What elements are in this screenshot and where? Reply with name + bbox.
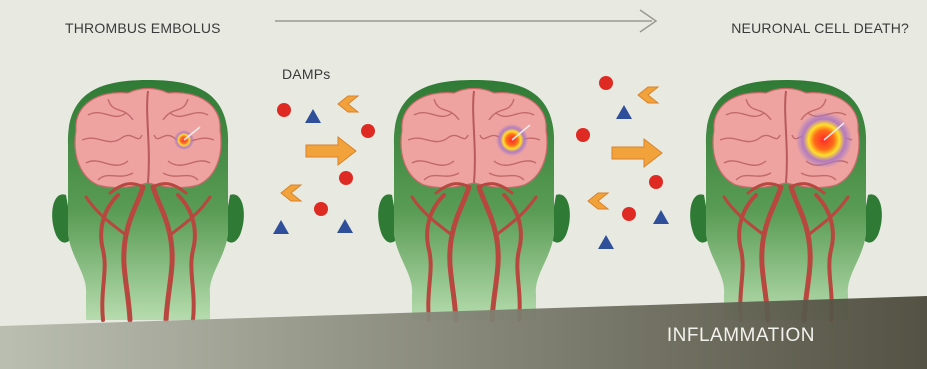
progression-arrow: [275, 10, 656, 32]
damp-chevron: [281, 185, 301, 201]
damp-circle: [576, 128, 590, 142]
damp-circle: [277, 103, 291, 117]
damp-chevron: [338, 96, 358, 112]
big-arrow: [306, 137, 356, 165]
damp-triangle: [598, 235, 614, 249]
damp-circle: [599, 76, 613, 90]
damp-triangle: [273, 220, 289, 234]
damp-circle: [339, 171, 353, 185]
damps-cluster-2: [576, 76, 669, 249]
damp-triangle: [653, 210, 669, 224]
damp-triangle: [616, 105, 632, 119]
damp-circle: [622, 207, 636, 221]
head-stage-1: [52, 80, 244, 320]
head-stage-3: [690, 80, 882, 320]
damp-circle: [649, 175, 663, 189]
big-arrow: [612, 139, 662, 167]
head-stage-2: [378, 80, 570, 320]
damp-chevron: [588, 193, 608, 209]
damp-triangle: [305, 109, 321, 123]
damp-circle: [314, 202, 328, 216]
damp-circle: [361, 124, 375, 138]
damp-chevron: [638, 87, 658, 103]
label-inflammation: INFLAMMATION: [667, 325, 815, 347]
damps-cluster-1: [273, 96, 375, 234]
damp-triangle: [337, 219, 353, 233]
